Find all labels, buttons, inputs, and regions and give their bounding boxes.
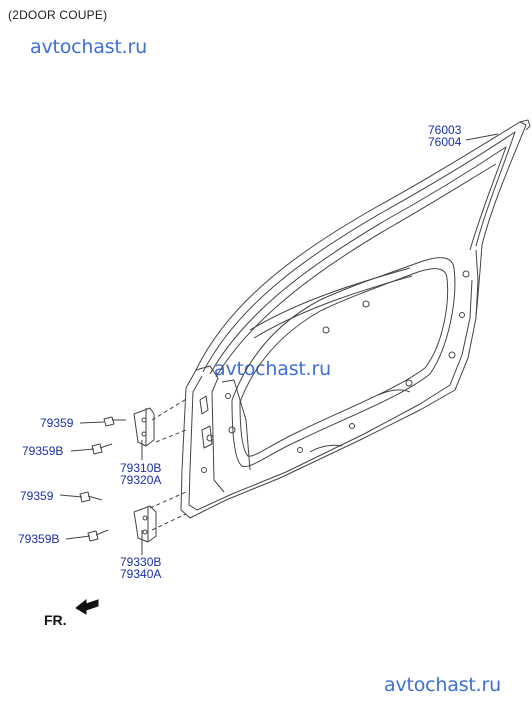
watermark-top: avtochast.ru	[30, 36, 147, 58]
part-label-79340a[interactable]: 79340A	[120, 567, 162, 581]
bolt-icon-lower-b	[87, 529, 109, 542]
leader-lines	[59, 133, 499, 555]
part-label-79359b-lower[interactable]: 79359B	[18, 532, 60, 546]
door-body	[180, 249, 479, 519]
part-label-79330b[interactable]: 79330B	[120, 555, 162, 569]
diagram-title: (2DOOR COUPE)	[8, 8, 108, 22]
watermark-bottom: avtochast.ru	[384, 674, 501, 696]
window-opening	[231, 257, 456, 468]
bolt-icon-upper	[103, 416, 126, 427]
door-frame	[195, 119, 531, 378]
part-label-79359-lower[interactable]: 79359	[20, 489, 54, 503]
mounting-holes	[199, 270, 470, 473]
part-label-79320a[interactable]: 79320A	[120, 473, 162, 487]
part-label-76004[interactable]: 76004	[428, 135, 462, 149]
upper-hinge	[133, 407, 155, 447]
bolt-icon-lower	[79, 491, 103, 503]
part-label-79310b[interactable]: 79310B	[120, 461, 162, 475]
part-label-79359-upper[interactable]: 79359	[40, 416, 74, 430]
lower-hinge	[133, 505, 157, 543]
bolt-icon-upper-b	[91, 443, 113, 455]
part-label-76003[interactable]: 76003	[428, 123, 462, 137]
front-arrow-icon	[75, 598, 99, 615]
part-label-79359b-upper[interactable]: 79359B	[22, 444, 64, 458]
front-direction-label: FR.	[44, 612, 67, 628]
